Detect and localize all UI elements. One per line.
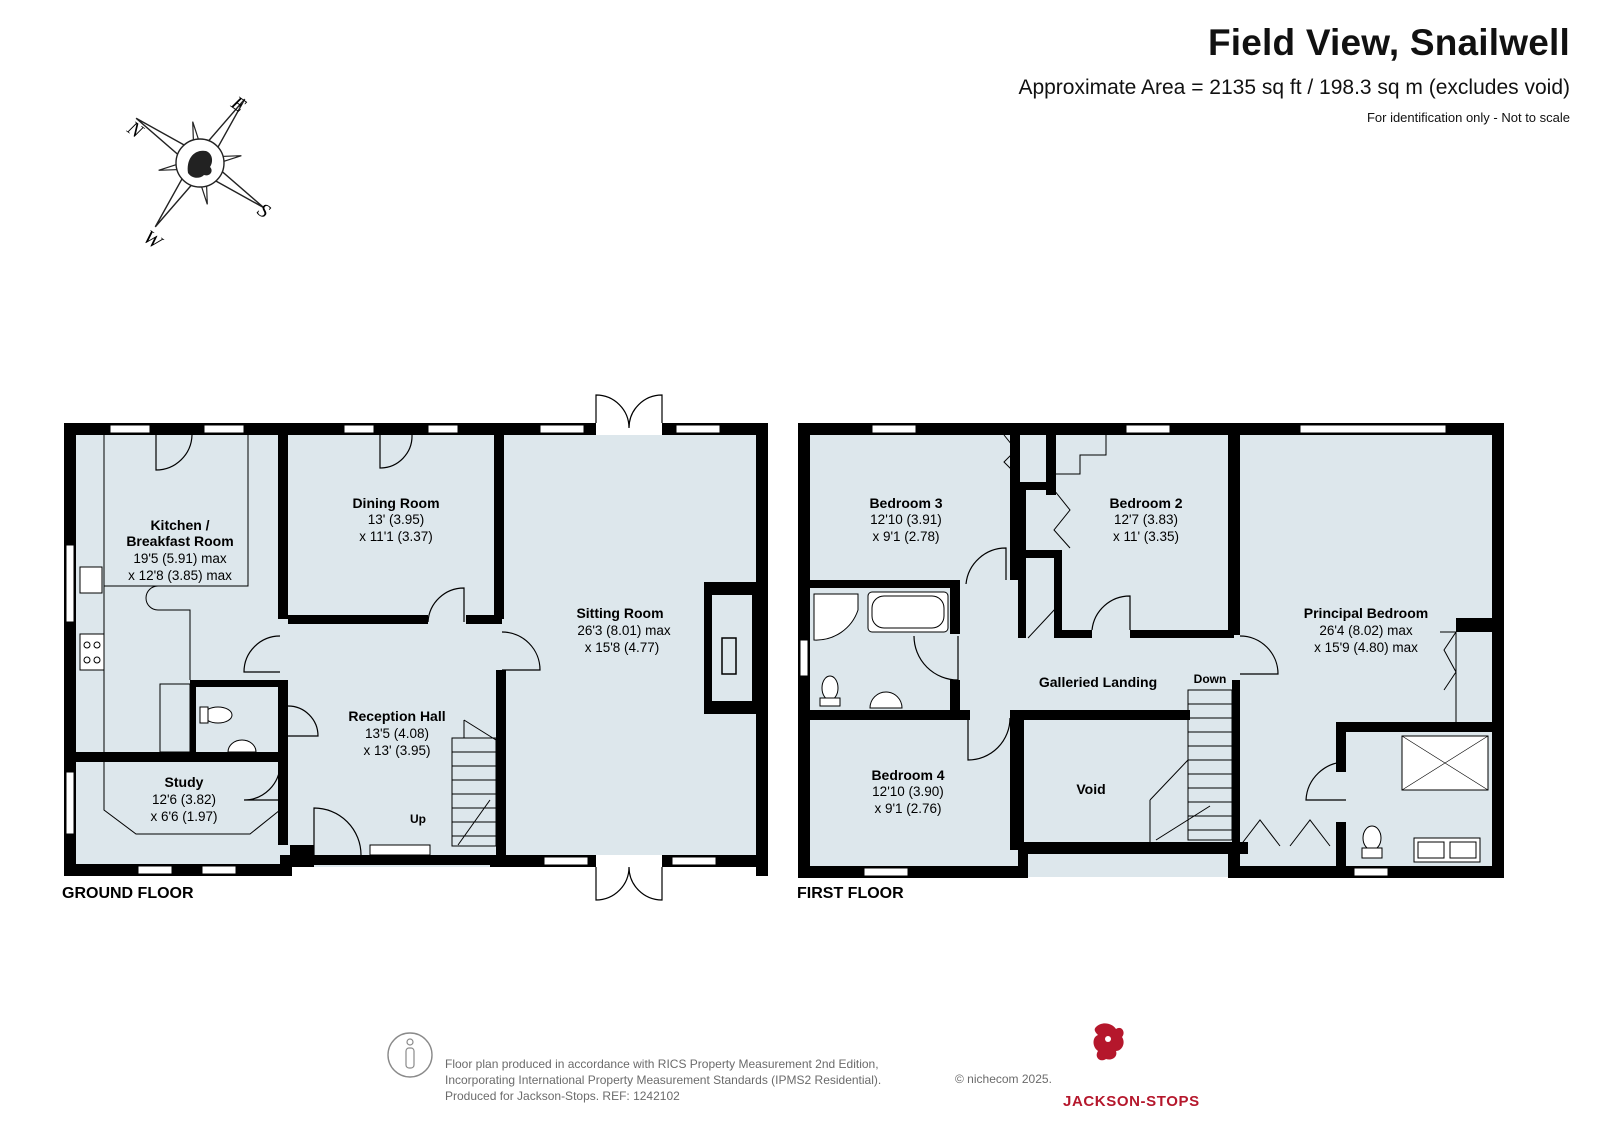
bedroom2-dim-1: 12'7 (3.83)	[1114, 512, 1178, 527]
stairs-up-label: Up	[410, 812, 426, 826]
footer-line-2: Incorporating International Property Mea…	[445, 1073, 882, 1087]
dining-dim-2: x 11'1 (3.37)	[359, 529, 433, 544]
footer-line-1: Floor plan produced in accordance with R…	[445, 1057, 879, 1071]
person-info-icon	[387, 1032, 433, 1078]
principal-bedroom-dim-2: x 15'9 (4.80) max	[1314, 640, 1418, 655]
study-dim-1: 12'6 (3.82)	[152, 792, 216, 807]
principal-bedroom-name: Principal Bedroom	[1304, 605, 1428, 621]
bedroom3-dim-1: 12'10 (3.91)	[870, 512, 942, 527]
sitting-dim-2: x 15'8 (4.77)	[585, 640, 660, 655]
kitchen-name-2: Breakfast Room	[126, 533, 233, 549]
copyright: © nichecom 2025.	[955, 1072, 1052, 1086]
first-floor-plan	[798, 423, 1504, 878]
kitchen-dim-1: 19'5 (5.91) max	[133, 551, 227, 566]
bedroom4-name: Bedroom 4	[871, 767, 944, 783]
bedroom2-name: Bedroom 2	[1109, 495, 1182, 511]
dining-hall-room	[278, 423, 504, 867]
bedroom3-name: Bedroom 3	[869, 495, 942, 511]
kitchen-dim-2: x 12'8 (3.85) max	[128, 568, 232, 583]
bedroom2-dim-2: x 11' (3.35)	[1113, 529, 1179, 544]
void-label: Void	[1076, 781, 1105, 797]
reception-name: Reception Hall	[348, 708, 445, 724]
galleried-landing-name: Galleried Landing	[1039, 674, 1157, 690]
study-name: Study	[165, 774, 204, 790]
ground-floor-label: GROUND FLOOR	[62, 885, 194, 902]
compass-n: N	[122, 117, 148, 144]
compass-rose	[135, 98, 265, 228]
compass-w: W	[139, 226, 167, 255]
footer-text: Floor plan produced in accordance with R…	[445, 1056, 881, 1104]
first-floor-label: FIRST FLOOR	[797, 885, 904, 902]
ground-floor-plan	[64, 394, 768, 901]
jackson-stops-logo-icon	[1093, 1023, 1124, 1061]
first-floor-rooms	[800, 423, 1503, 877]
brand-name: JACKSON-STOPS	[1063, 1093, 1200, 1110]
sitting-name: Sitting Room	[576, 605, 663, 621]
bedroom4-dim-1: 12'10 (3.90)	[872, 784, 944, 799]
compass-e: E	[226, 92, 249, 118]
reception-dim-1: 13'5 (4.08)	[365, 726, 429, 741]
bedroom4-dim-2: x 9'1 (2.76)	[874, 801, 941, 816]
stairs-down-label: Down	[1194, 672, 1227, 686]
study-dim-2: x 6'6 (1.97)	[150, 809, 217, 824]
reception-dim-2: x 13' (3.95)	[363, 743, 430, 758]
sitting-dim-1: 26'3 (8.01) max	[577, 623, 671, 638]
scale-note: For identification only - Not to scale	[1366, 110, 1570, 125]
principal-bedroom-dim-1: 26'4 (8.02) max	[1319, 623, 1413, 638]
approximate-area: Approximate Area = 2135 sq ft / 198.3 sq…	[1018, 76, 1570, 99]
kitchen-name-1: Kitchen /	[150, 517, 209, 533]
footer-line-3: Produced for Jackson-Stops. REF: 1242102	[445, 1089, 680, 1103]
dining-dim-1: 13' (3.95)	[368, 512, 425, 527]
bedroom3-dim-2: x 9'1 (2.78)	[872, 529, 939, 544]
dining-name: Dining Room	[352, 495, 439, 511]
page-title: Field View, Snailwell	[1208, 22, 1570, 63]
